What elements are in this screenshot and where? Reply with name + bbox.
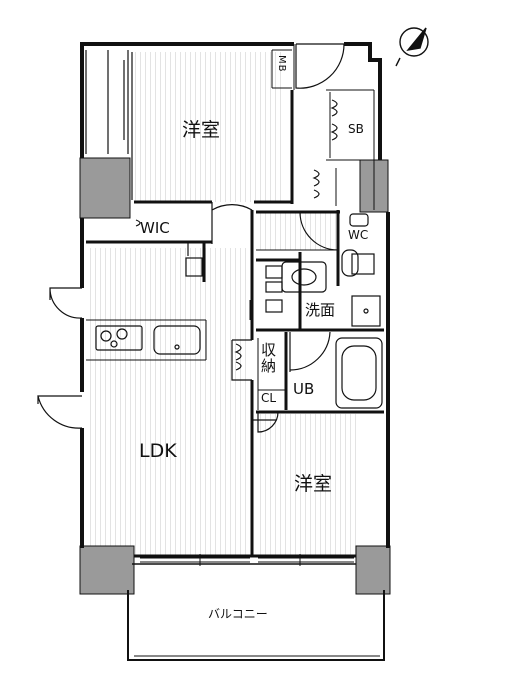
room-label-storage: 収納	[259, 342, 277, 374]
room-label-meter-box: MB	[276, 55, 287, 73]
room-label-bedroom-south: 洋室	[294, 473, 333, 495]
washer-pan	[351, 295, 381, 327]
balcony-outline	[127, 563, 385, 661]
room-label-shoe-box: SB	[348, 122, 364, 136]
door-bedroom-north	[211, 202, 253, 244]
toilet-tank	[351, 253, 375, 275]
room-label-bedroom-north: 洋室	[182, 119, 221, 141]
door-closet	[257, 411, 279, 433]
bathtub	[335, 337, 383, 409]
outer-walls	[80, 42, 390, 558]
shoe-box-shelves	[135, 99, 338, 371]
pillar-se	[355, 545, 391, 595]
thin-partitions	[86, 44, 375, 410]
floor-areas	[86, 52, 358, 556]
wash-basin	[281, 261, 327, 293]
toilet-bowl	[341, 249, 359, 277]
door-west-2	[37, 395, 83, 429]
door-washroom	[289, 331, 331, 372]
kitchen-counter	[95, 325, 201, 355]
floor-bedroom-north	[134, 52, 284, 202]
north-arrow-icon	[395, 27, 429, 67]
room-label-wic: WIC	[140, 219, 170, 237]
pillar-sw	[79, 545, 135, 595]
door-storage	[231, 339, 252, 381]
window-north-west	[85, 50, 133, 200]
room-label-toilet: WC	[348, 228, 369, 242]
room-label-closet: CL	[261, 391, 277, 405]
room-label-washroom: 洗面	[305, 301, 336, 319]
fixtures	[185, 213, 383, 409]
pillar-west-mid	[79, 157, 131, 219]
floor-hall	[256, 212, 336, 250]
floor-bedroom-south	[256, 414, 358, 556]
door-entrance	[295, 43, 345, 89]
stove	[95, 325, 143, 351]
door-west-1	[49, 287, 83, 319]
kitchen-sink	[153, 325, 201, 355]
door-toilet	[299, 211, 340, 251]
south-windows	[140, 554, 354, 566]
interior-walls	[86, 90, 384, 556]
floor-ldk	[86, 248, 250, 556]
room-label-unit-bath: UB	[293, 380, 315, 398]
doors	[37, 43, 345, 433]
room-label-ldk: LDK	[139, 440, 177, 462]
room-label-balcony: バルコニー	[208, 607, 268, 621]
